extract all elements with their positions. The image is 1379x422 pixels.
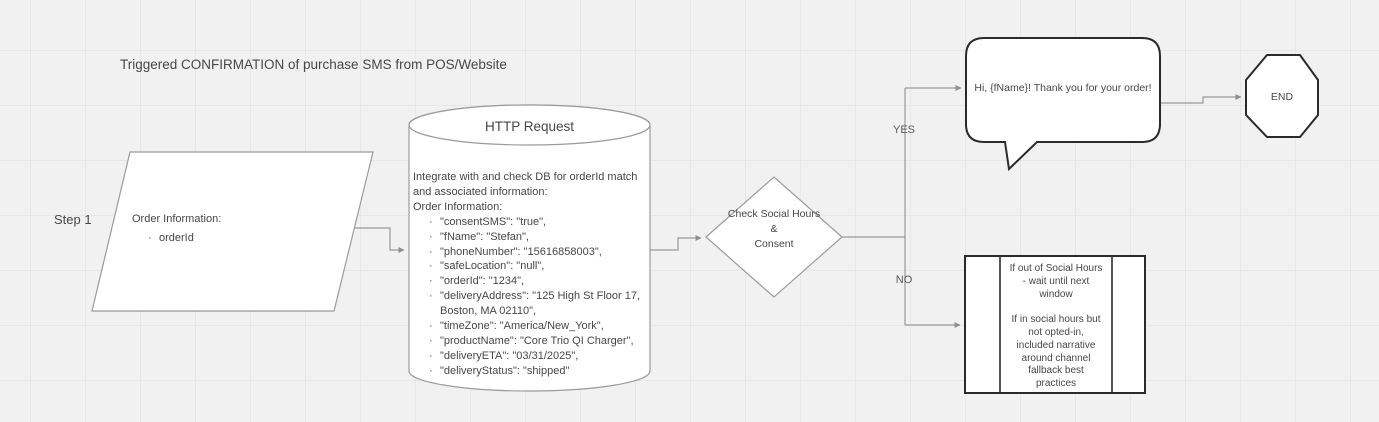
end-octagon[interactable] [1245, 54, 1319, 138]
http-request-field-list: "consentSMS": "true","fName": "Stefan","… [413, 215, 650, 379]
http-request-body: Integrate with and check DB for orderId … [413, 170, 650, 379]
order-field: "phoneNumber": "15616858003", [428, 245, 650, 260]
fallback-process-rect[interactable] [964, 255, 1146, 394]
order-field: "productName": "Core Trio QI Charger", [428, 334, 650, 349]
sms-bubble-text: Hi, {fName}! Thank you for your order! [974, 82, 1152, 94]
end-label: END [1270, 91, 1294, 103]
order-field: "deliveryStatus": "shipped" [428, 364, 650, 379]
order-input-text: Order Information: orderId [132, 210, 312, 248]
order-input-bullet-list: orderId [132, 229, 312, 248]
order-field: "safeLocation": "null", [428, 259, 650, 274]
http-request-intro: Integrate with and check DB for orderId … [413, 171, 638, 213]
connector-bubble-to-end [1160, 94, 1242, 104]
edge-label-no: NO [895, 274, 913, 286]
order-input-bullet: orderId [147, 229, 312, 248]
edge-label-yes: YES [892, 124, 915, 136]
fallback-text: If out of Social Hours - wait until next… [1009, 263, 1103, 390]
sms-speech-bubble[interactable] [965, 37, 1161, 172]
order-field: "fName": "Stefan", [428, 230, 650, 245]
order-field: "consentSMS": "true", [428, 215, 650, 230]
connector-order-to-http [354, 227, 405, 253]
order-field: "timeZone": "America/New_York", [428, 319, 650, 334]
order-field: "deliveryAddress": "125 High St Floor 17… [428, 289, 650, 319]
http-request-title: HTTP Request [484, 119, 575, 134]
order-field: "orderId": "1234", [428, 274, 650, 289]
diagram-title: Triggered CONFIRMATION of purchase SMS f… [120, 57, 507, 72]
order-input-heading: Order Information: [132, 213, 222, 225]
order-field: "deliveryETA": "03/31/2025", [428, 349, 650, 364]
decision-label: Check Social Hours & Consent [727, 208, 821, 250]
http-request-cylinder-top [408, 104, 651, 146]
connector-decision-branch [842, 88, 906, 325]
decision-diamond[interactable] [705, 176, 843, 298]
connector-http-to-decision [650, 235, 702, 251]
step-label: Step 1 [54, 212, 92, 227]
